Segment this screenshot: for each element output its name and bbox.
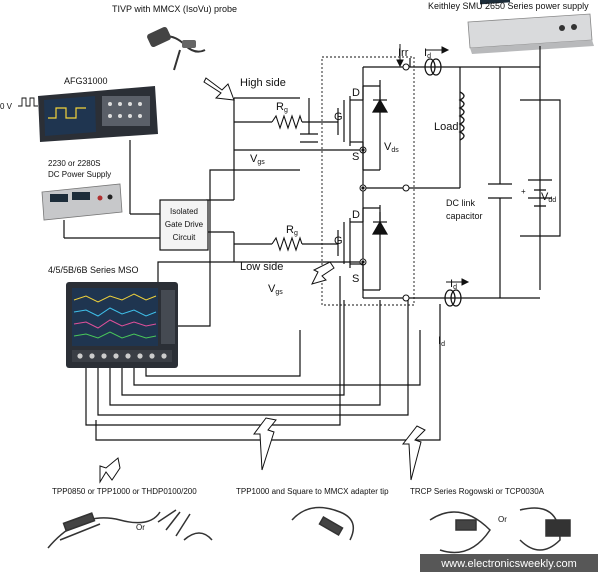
dc-supply-label-line1: 2230 or 2280S [48, 159, 101, 168]
load-label: Load [434, 121, 458, 133]
keithley-smu-label: Keithley SMU 2650 Series power supply [428, 1, 589, 11]
id-mid-label: Id [450, 278, 457, 291]
afg-label: AFG31000 [64, 76, 108, 86]
gate-drive-line1: Isolated [170, 207, 198, 216]
drain-low-label: D [352, 209, 360, 221]
isolated-gate-drive-box [159, 199, 209, 251]
gate-drive-line3: Circuit [173, 233, 196, 242]
watermark-text: www.electronicsweekly.com [440, 558, 577, 570]
probe-label-right: TRCP Series Rogowski or TCP0030A [410, 487, 545, 496]
dc-supply-image [41, 183, 123, 221]
watermark-bar [420, 554, 598, 572]
current-probe-loop-bottom [444, 289, 462, 307]
gate-resistor-low [271, 236, 303, 252]
load-inductor-symbol [458, 91, 465, 141]
mmcx-adapter-probe-image [291, 506, 355, 541]
vdd-label: Vdd [541, 191, 556, 204]
current-probe-loop-top [424, 58, 442, 76]
power-stage-enclosure [321, 56, 415, 306]
dc-link-label-line2: capacitor [446, 211, 483, 221]
rogowski-probe-image [429, 507, 571, 554]
id-bottom-label: Id [438, 335, 445, 348]
dc-supply-label-line2: DC Power Supply [48, 170, 111, 179]
vds-label: Vds [384, 141, 399, 154]
or-label-right: Or [498, 515, 507, 524]
drain-high-label: D [352, 87, 360, 99]
low-side-mosfet-symbol [343, 207, 389, 291]
high-side-mosfet-symbol [343, 85, 389, 171]
mso-image [66, 282, 178, 368]
vdd-source-symbol [528, 179, 552, 207]
vgs-high-label: Vgs [250, 153, 265, 166]
high-side-label: High side [240, 77, 286, 89]
afg-level-label: 0 V [0, 102, 13, 111]
gate-resistor-high [271, 114, 303, 130]
rg-high-label: Rg [276, 101, 288, 114]
probe-label-left: TPP0850 or TPP1000 or THDP0100/200 [52, 487, 197, 496]
low-side-label: Low side [240, 261, 283, 273]
gate-high-label: G [334, 111, 343, 123]
irr-label: Irr [398, 47, 409, 59]
source-low-label: S [352, 273, 359, 285]
source-high-label: S [352, 151, 359, 163]
or-label-left: Or [136, 523, 145, 532]
mso-label: 4/5/5B/6B Series MSO [48, 265, 139, 275]
hollow-pointer-arrows [99, 77, 426, 484]
keithley-smu-image [467, 0, 594, 54]
probe-label-middle: TPP1000 and Square to MMCX adapter tip [236, 487, 389, 496]
gate-drive-line2: Gate Drive [165, 220, 204, 229]
afg-image [38, 86, 158, 142]
dc-link-label-line1: DC link [446, 198, 476, 208]
vgs-low-label: Vgs [268, 283, 283, 296]
gate-low-label: G [334, 235, 343, 247]
id-top-label: Id [424, 47, 431, 60]
isovu-probe-label: TIVP with MMCX (IsoVu) probe [112, 4, 237, 14]
isovu-probe-image [147, 26, 206, 71]
current-arrows [396, 44, 470, 286]
pulse-waveform-icon [18, 97, 38, 107]
rg-low-label: Rg [286, 224, 298, 237]
vdd-plus-sign: + [521, 187, 526, 196]
passive-probe-image-left [47, 509, 213, 549]
